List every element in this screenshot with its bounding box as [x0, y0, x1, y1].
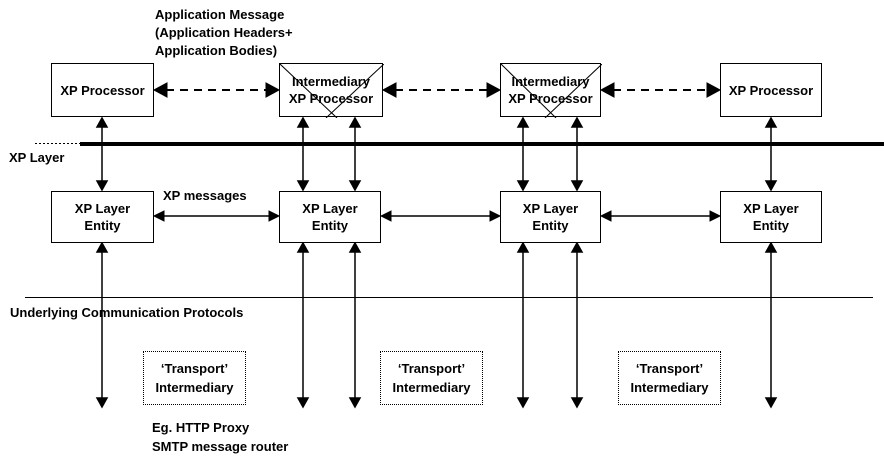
xp-layer-entity-label: XP Layer Entity	[302, 201, 358, 233]
application-message-note: Application Message (Application Headers…	[155, 7, 293, 58]
xp-layer-entity-label: XP Layer Entity	[743, 201, 799, 233]
xp-processor-label: XP Processor	[728, 82, 814, 98]
xp-layer-label: XP Layer	[9, 150, 65, 165]
envelope-icon	[280, 64, 384, 118]
intermediary-xp-processor-label: Intermediary XP Processor	[508, 74, 593, 106]
xp-layer-boundary-line	[35, 142, 884, 146]
transport-intermediary-label: ‘Transport’ Intermediary	[155, 361, 234, 395]
example-note: Eg. HTTP Proxy SMTP message router	[152, 420, 289, 454]
xp-processor-box-2: XP Processor	[720, 63, 822, 117]
xp-layer-entity-box-4: XP Layer Entity	[720, 191, 822, 243]
entity-transport-arrow	[95, 241, 778, 409]
intermediary-xp-processor-box-2: Intermediary XP Processor	[500, 63, 602, 118]
xp-processor-box-1: XP Processor	[51, 63, 154, 117]
xp-layer-entity-box-2: XP Layer Entity	[279, 191, 381, 243]
transport-intermediary-label: ‘Transport’ Intermediary	[392, 361, 471, 395]
underlying-protocols-label: Underlying Communication Protocols	[10, 305, 244, 320]
xp-messages-label: XP messages	[163, 188, 247, 203]
dashed-app-message-arrow	[152, 82, 722, 98]
transport-intermediary-box-1: ‘Transport’ Intermediary	[143, 351, 246, 405]
intermediary-xp-processor-box-1: Intermediary XP Processor	[279, 63, 384, 118]
transport-intermediary-box-3: ‘Transport’ Intermediary	[618, 351, 721, 405]
xp-layer-entity-label: XP Layer Entity	[74, 201, 131, 233]
xp-layer-entity-label: XP Layer Entity	[522, 201, 579, 233]
xp-messages-arrow	[152, 210, 722, 222]
xp-layer-entity-box-1: XP Layer Entity	[51, 191, 154, 243]
transport-intermediary-box-2: ‘Transport’ Intermediary	[380, 351, 483, 405]
intermediary-xp-processor-label: Intermediary XP Processor	[288, 74, 374, 106]
xp-layer-entity-box-3: XP Layer Entity	[500, 191, 601, 243]
transport-intermediary-label: ‘Transport’ Intermediary	[630, 361, 709, 395]
envelope-icon	[501, 64, 602, 118]
processor-entity-arrow	[95, 116, 778, 192]
xp-processor-label: XP Processor	[60, 82, 145, 98]
